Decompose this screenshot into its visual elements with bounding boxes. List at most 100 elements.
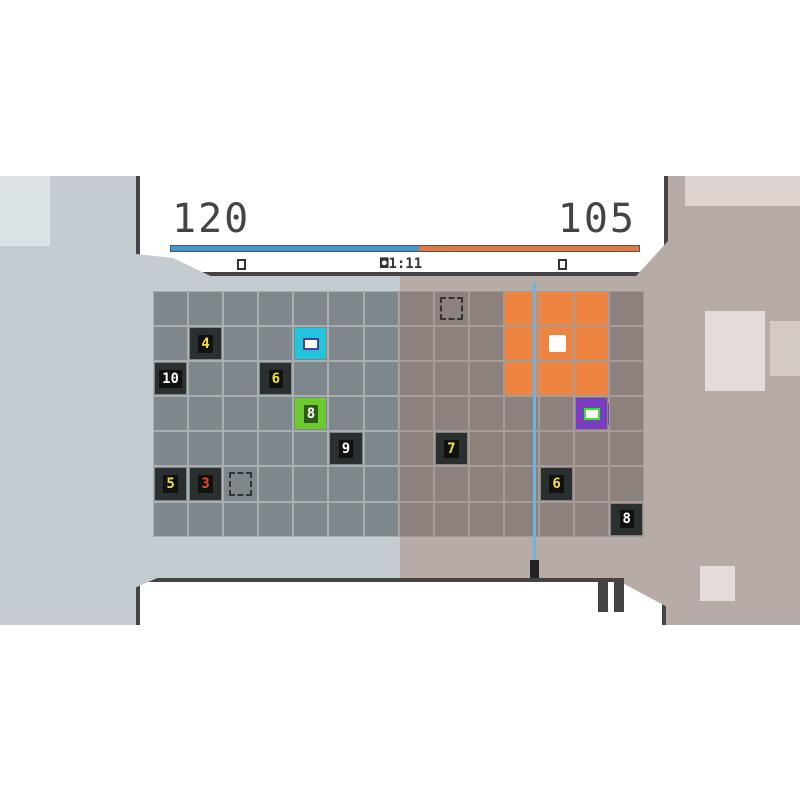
board-cell[interactable] [433,291,469,327]
board-cell[interactable] [574,291,610,327]
board-cell[interactable] [398,326,434,362]
board-cell[interactable] [223,326,259,362]
board-cell[interactable] [293,291,329,327]
board-cell[interactable] [363,361,399,397]
number-tile[interactable]: 6 [541,468,573,500]
board-cell[interactable] [539,326,575,362]
board-cell[interactable] [398,361,434,397]
board-cell[interactable] [609,466,645,502]
number-tile[interactable]: 5 [155,468,187,500]
number-tile[interactable]: 4 [190,328,222,360]
board-cell[interactable] [468,291,504,327]
board-cell[interactable] [539,396,575,432]
board-cell[interactable] [398,466,434,502]
board-cell[interactable] [328,361,364,397]
board-cell[interactable] [468,431,504,467]
board-cell[interactable] [328,291,364,327]
board-cell[interactable] [328,326,364,362]
board-cell[interactable] [574,396,634,432]
board-cell[interactable] [468,361,504,397]
board-cell[interactable] [153,326,189,362]
board-cell[interactable] [574,326,610,362]
board-cell[interactable] [539,431,575,467]
board-cell[interactable] [293,501,329,537]
board-cell[interactable] [188,396,224,432]
board-cell[interactable] [223,466,259,502]
number-tile[interactable]: 10 [155,363,187,395]
board-cell[interactable] [188,431,224,467]
pause-button[interactable] [598,578,628,612]
board-cell[interactable] [258,466,294,502]
board-cell[interactable] [258,291,294,327]
board-cell[interactable] [398,396,434,432]
board-cell[interactable] [363,466,399,502]
board-cell[interactable]: 9 [328,431,364,467]
board-cell[interactable] [223,396,259,432]
board-cell[interactable] [153,501,189,537]
board-cell[interactable] [363,501,399,537]
board-cell[interactable]: 6 [539,466,575,502]
board-cell[interactable] [363,291,399,327]
number-tile[interactable]: 8 [611,503,643,535]
board-cell[interactable]: 4 [188,326,224,362]
board-cell[interactable] [574,466,610,502]
board-cell[interactable] [468,396,504,432]
board-cell[interactable] [609,291,645,327]
board-cell[interactable] [433,361,469,397]
number-tile[interactable]: 9 [330,433,362,465]
board-cell[interactable] [188,361,224,397]
board-cell[interactable] [398,291,434,327]
board-cell[interactable] [363,326,399,362]
number-tile[interactable]: 6 [260,363,292,395]
board-cell[interactable]: 3 [188,466,224,502]
board-cell[interactable] [258,326,294,362]
board-cell[interactable] [258,396,294,432]
board-cell[interactable] [609,326,645,362]
board-cell[interactable] [574,361,610,397]
board-cell[interactable] [188,291,224,327]
board-cell[interactable] [293,326,329,362]
board-cell[interactable] [468,501,504,537]
board-cell[interactable] [223,291,259,327]
board-cell[interactable] [293,431,329,467]
board-cell[interactable] [433,501,469,537]
board-cell[interactable] [468,466,504,502]
board-cell[interactable] [433,466,469,502]
board-cell[interactable] [293,466,329,502]
board-cell[interactable] [574,501,610,537]
board-cell[interactable] [539,501,575,537]
board-cell[interactable]: 8 [609,501,645,537]
board-cell[interactable] [153,431,189,467]
board-cell[interactable] [468,326,504,362]
board-cell[interactable]: 6 [258,361,294,397]
board-cell[interactable] [223,501,259,537]
board-cell[interactable] [574,431,610,467]
board-cell[interactable] [153,396,189,432]
board-cell[interactable] [328,466,364,502]
board-cell[interactable] [258,501,294,537]
board-cell[interactable] [293,361,329,397]
board-cell[interactable]: 7 [433,431,469,467]
board-cell[interactable] [328,396,364,432]
board-cell[interactable] [258,431,294,467]
board-cell[interactable] [188,501,224,537]
number-tile[interactable]: 3 [190,468,222,500]
board-cell[interactable] [328,501,364,537]
board-cell[interactable] [223,361,259,397]
board-cell[interactable] [398,431,434,467]
board-cell[interactable] [539,291,575,327]
board-cell[interactable] [153,291,189,327]
board-cell[interactable] [609,431,645,467]
green-number-tile[interactable]: 8 [295,398,327,430]
number-tile[interactable]: 7 [435,433,467,465]
board-cell[interactable]: 5 [153,466,189,502]
board-cell[interactable] [363,431,399,467]
board-cell[interactable]: 10 [153,361,189,397]
board-cell[interactable] [398,501,434,537]
board-cell[interactable] [609,396,645,432]
board-cell[interactable] [363,396,399,432]
board-cell[interactable] [539,361,575,397]
board-cell[interactable]: 8 [293,396,329,432]
board-cell[interactable] [433,396,469,432]
board-cell[interactable] [433,326,469,362]
